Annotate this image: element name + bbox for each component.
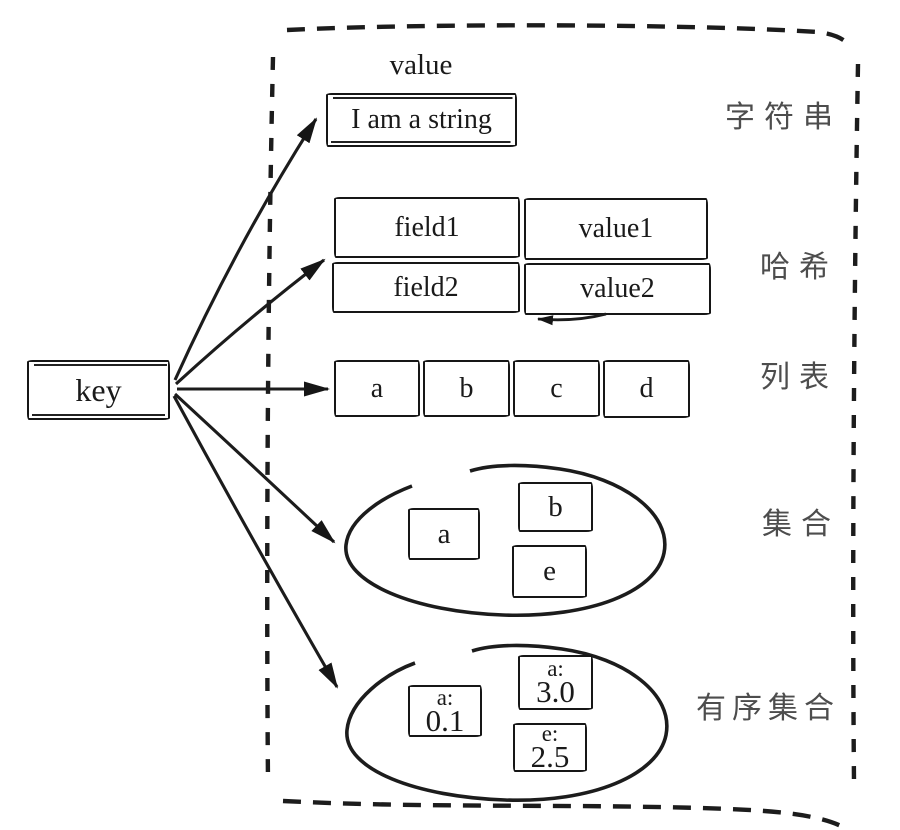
- list-item-b-box: b: [423, 360, 510, 417]
- set-item-a: a: [437, 517, 451, 550]
- hash-field2: field2: [393, 271, 459, 303]
- label-zset-type: 有序集合: [696, 691, 840, 726]
- hash-field1: field1: [394, 211, 460, 243]
- key-box: key: [27, 360, 170, 420]
- list-item-c-box: c: [513, 360, 600, 417]
- zset-item-a30-box: a: 3.0: [518, 655, 593, 710]
- hash-value2: value2: [580, 273, 655, 304]
- dashed-border-left: [265, 56, 276, 784]
- hash-value2-box: value2: [524, 263, 711, 315]
- zset-item-a30-key: a:: [547, 656, 564, 681]
- hash-value1: value1: [578, 213, 654, 244]
- zset-item-a01-box: a: 0.1: [408, 685, 482, 737]
- zset-item-e25-score: 2.5: [530, 739, 570, 774]
- set-ellipse: [344, 463, 667, 618]
- list-item-d: d: [639, 373, 654, 404]
- zset-item-a30-score: 3.0: [536, 674, 575, 709]
- string-value: I am a string: [351, 104, 492, 135]
- dashed-border-top: [286, 23, 853, 49]
- label-list-type: 列表: [760, 360, 838, 395]
- arrow-to-set: [173, 392, 336, 544]
- list-item-a: a: [370, 372, 384, 404]
- label-string-type: 字符串: [725, 100, 842, 135]
- set-item-e-box: e: [512, 545, 587, 598]
- arrow-to-string: [173, 117, 318, 381]
- set-item-b: b: [548, 490, 563, 523]
- key-label: key: [75, 371, 122, 408]
- set-item-b-box: b: [518, 482, 593, 532]
- dashed-border-bottom: [282, 798, 847, 830]
- dashed-border-right: [851, 63, 861, 783]
- list-item-a-box: a: [334, 360, 420, 417]
- zset-item-e25-key: e:: [541, 721, 559, 746]
- zset-item-e25-box: e: 2.5: [513, 721, 587, 774]
- arrow-to-hash: [174, 258, 326, 386]
- label-set-type: 集合: [762, 507, 840, 542]
- hash-field2-box: field2: [332, 262, 520, 313]
- hash-value1-box: value1: [524, 198, 708, 260]
- list-item-c: c: [550, 372, 563, 404]
- set-item-e: e: [543, 555, 556, 587]
- set-item-a-box: a: [408, 508, 480, 560]
- label-hash-type: 哈希: [760, 250, 838, 285]
- hash-field1-box: field1: [334, 197, 520, 258]
- arrow-to-zset: [172, 395, 339, 689]
- zset-ellipse: [345, 643, 669, 802]
- list-item-b: b: [459, 372, 474, 404]
- hash-small-arrow: [537, 312, 607, 326]
- zset-item-a01-key: a:: [436, 684, 454, 710]
- string-value-box: I am a string: [326, 93, 517, 147]
- value-label: value: [389, 49, 453, 81]
- zset-item-a01-score: 0.1: [425, 702, 465, 738]
- list-item-d-box: d: [603, 360, 690, 418]
